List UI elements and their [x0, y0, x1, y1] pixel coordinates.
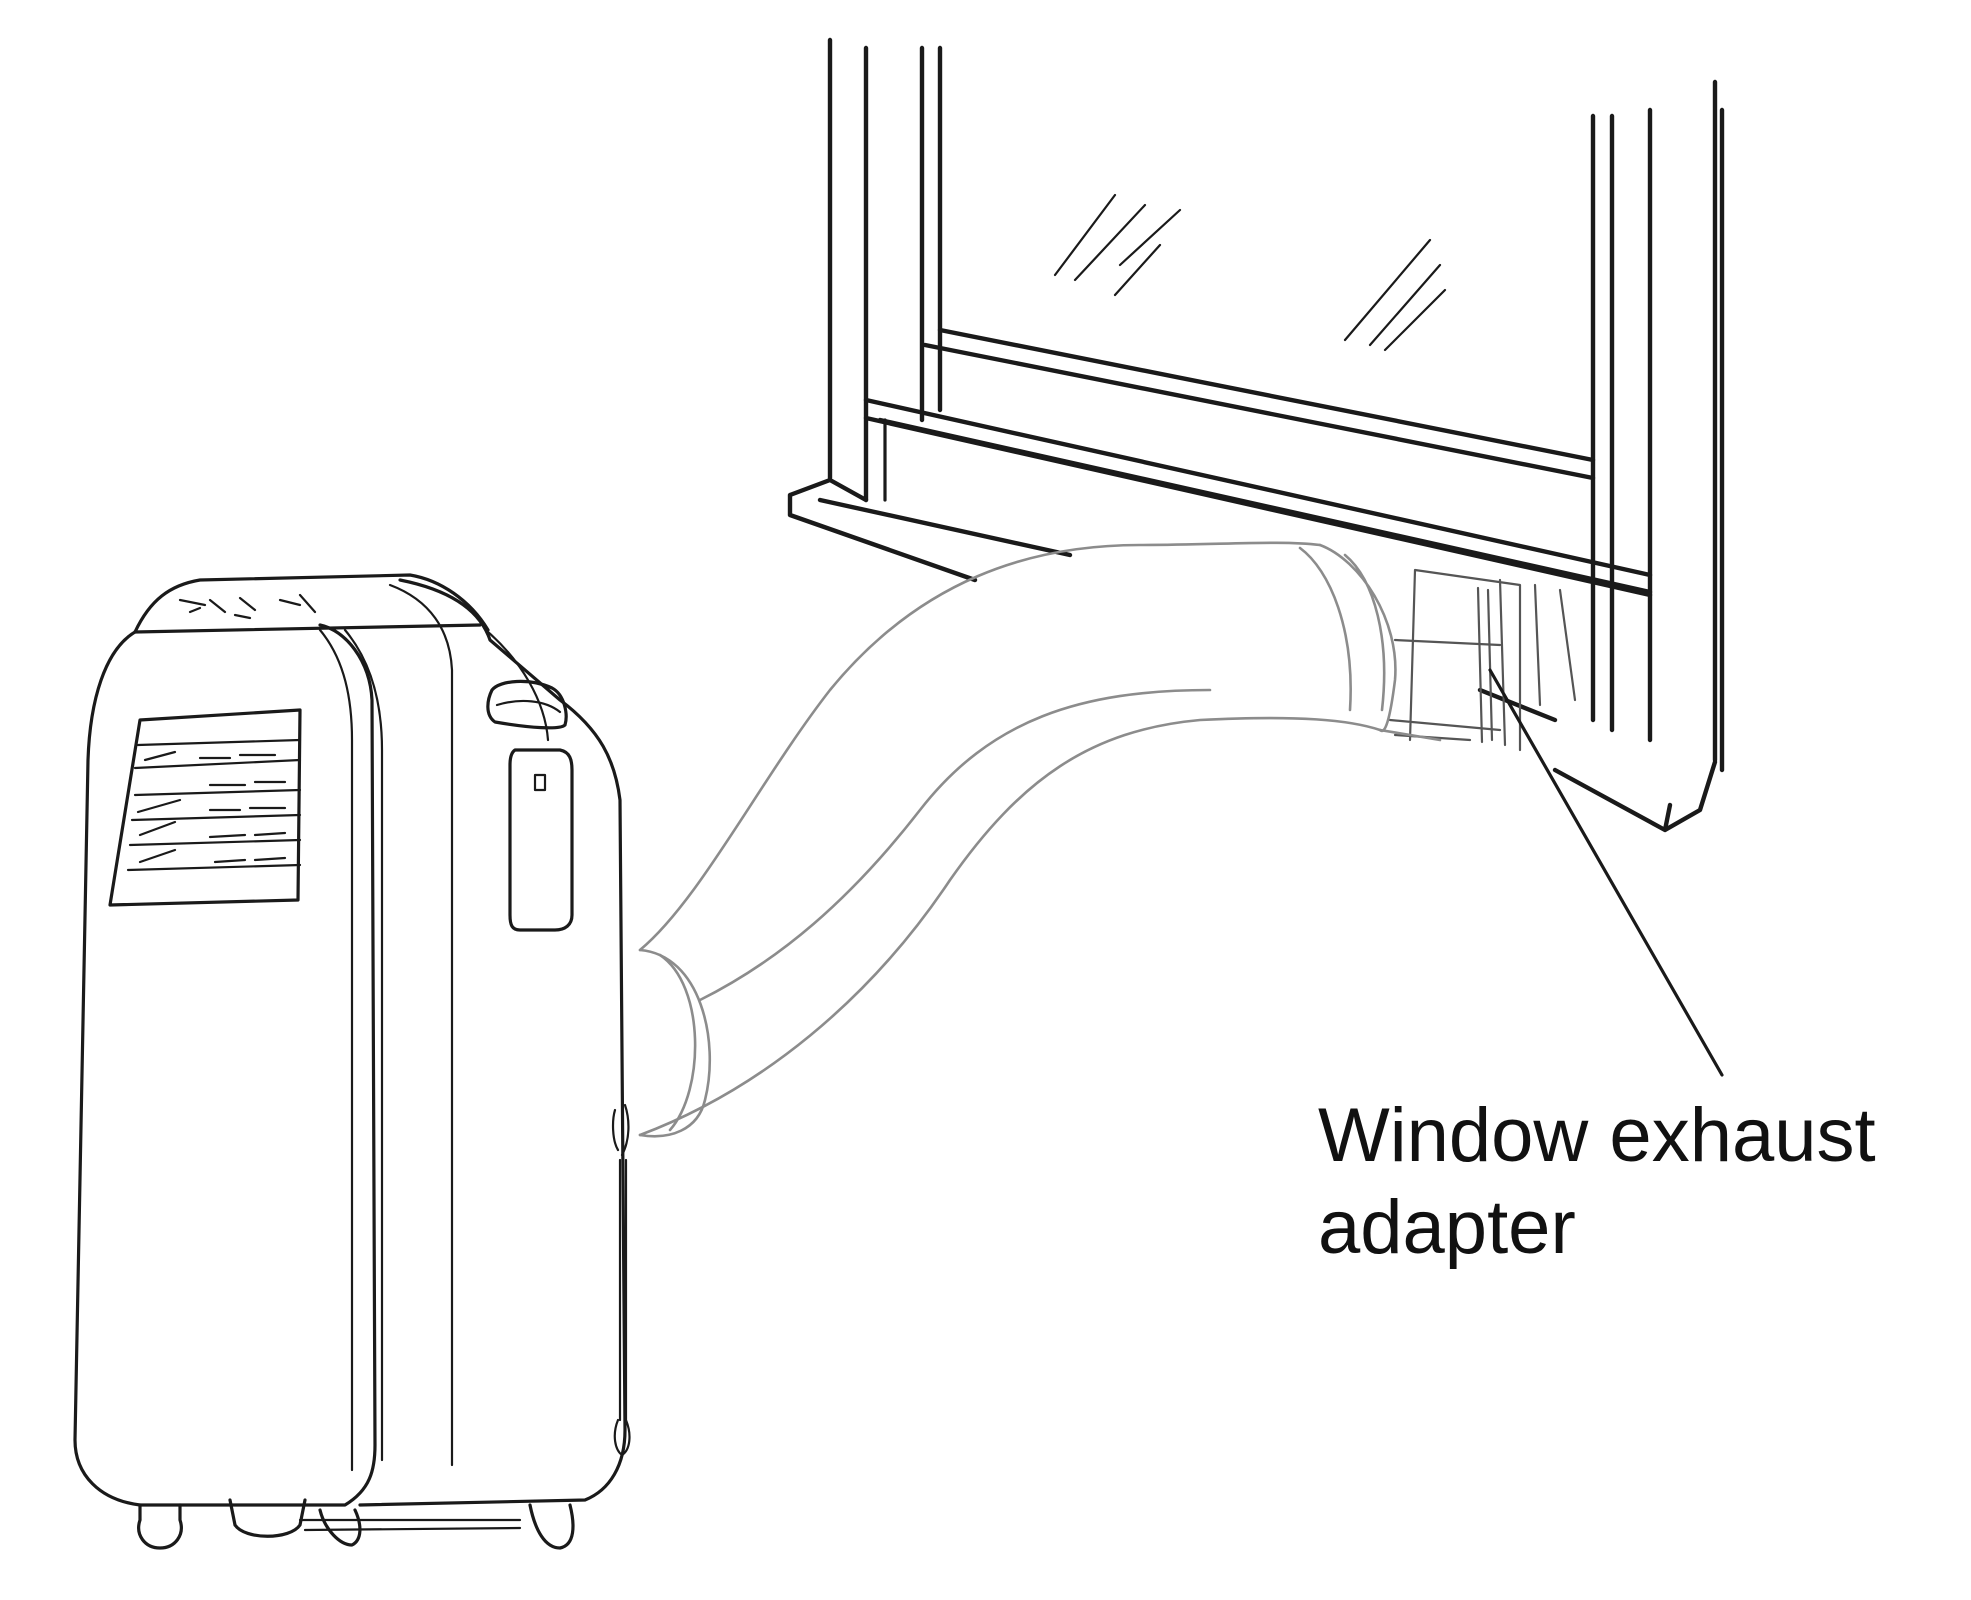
window-frame-right-post [1590, 79, 1725, 773]
exhaust-hose [638, 541, 1442, 1138]
window-sash-rail [863, 397, 1653, 598]
ac-side-filter-panel [508, 748, 574, 932]
callout-label-line2: adapter [1318, 1185, 1576, 1270]
window-glass-pane [922, 327, 1596, 481]
ac-panel-screw [533, 773, 547, 792]
window-sill-left [787, 477, 1073, 583]
glass-glare-right [1343, 238, 1447, 352]
ac-side-handle [486, 679, 568, 730]
callout-leader-line [1488, 668, 1724, 1077]
window-exhaust-adapter [1388, 568, 1577, 752]
window-sill-right [1477, 687, 1718, 833]
ac-front-vent-grille [108, 708, 302, 907]
callout-label-line1: Window exhaust [1318, 1093, 1876, 1178]
window [787, 37, 1725, 833]
portable-air-conditioner [73, 573, 631, 1550]
window-lower-frame [864, 418, 887, 502]
ac-side-body [358, 578, 627, 1507]
callout-label: Window exhaust adapter [1318, 1090, 1876, 1274]
ac-control-buttons [178, 593, 317, 620]
ac-top-panel [133, 573, 490, 634]
glass-glare-left [1053, 193, 1182, 297]
ac-front-face [73, 623, 377, 1507]
ac-caster-wheels [137, 1498, 575, 1550]
ac-power-cord [611, 1103, 631, 1457]
window-frame-left-post [827, 37, 943, 503]
